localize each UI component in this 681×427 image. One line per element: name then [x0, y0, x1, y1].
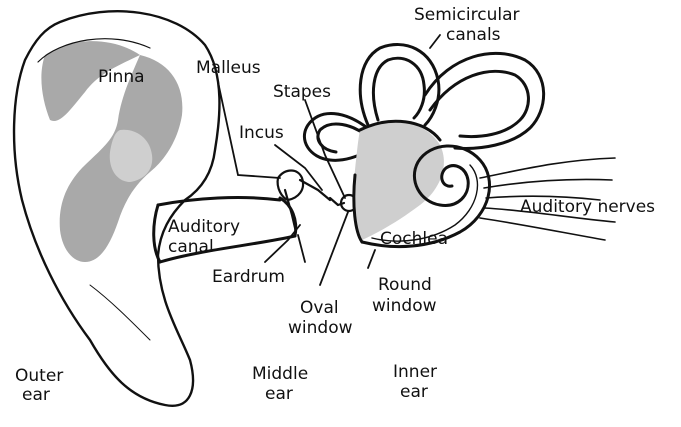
label-round-window-line2: window — [372, 296, 437, 316]
label-inner-ear-line2: ear — [400, 382, 428, 402]
label-incus: Incus — [239, 123, 284, 143]
label-auditory-canal-line2: canal — [168, 237, 214, 257]
ossicles-shape — [278, 171, 357, 233]
label-middle-ear-line1: Middle — [252, 364, 308, 384]
label-semicircular-line1: Semicircular — [414, 5, 519, 25]
label-auditory-nerves: Auditory nerves — [520, 197, 655, 217]
label-semicircular-line2: canals — [446, 25, 501, 45]
label-eardrum: Eardrum — [212, 267, 285, 287]
label-outer-ear-line1: Outer — [15, 366, 63, 386]
label-pinna: Pinna — [98, 67, 145, 87]
label-stapes: Stapes — [273, 82, 331, 102]
label-cochlea: Cochlea — [380, 229, 448, 249]
cochlea-shape — [353, 121, 489, 246]
label-oval-window-line1: Oval — [300, 298, 339, 318]
label-inner-ear-line1: Inner — [393, 362, 437, 382]
label-oval-window-line2: window — [288, 318, 353, 338]
label-round-window-line1: Round — [378, 275, 432, 295]
label-auditory-canal-line1: Auditory — [168, 217, 240, 237]
label-middle-ear-line2: ear — [265, 384, 293, 404]
label-malleus: Malleus — [196, 58, 261, 78]
label-outer-ear-line2: ear — [22, 385, 50, 405]
